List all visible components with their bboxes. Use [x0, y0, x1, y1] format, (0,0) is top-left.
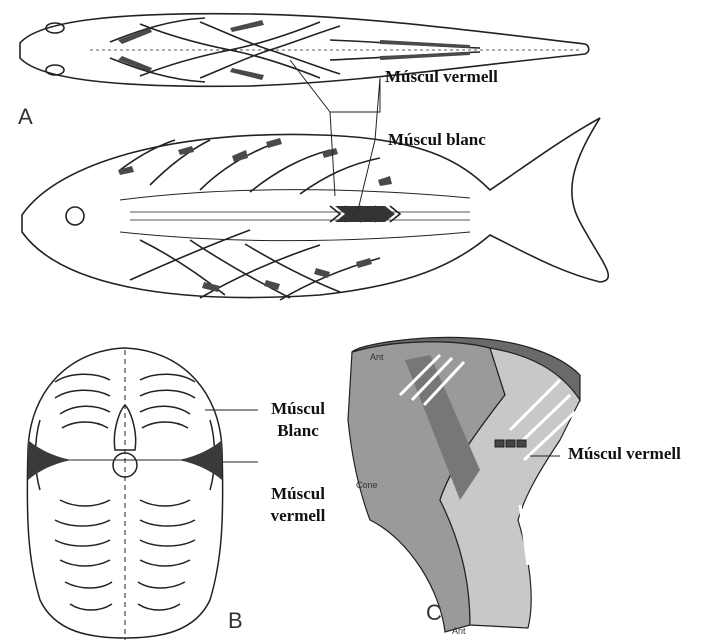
fish-lateral-eye: [66, 207, 84, 225]
label-c-bottom-small: Ant: [452, 626, 466, 636]
leader-line: [358, 140, 375, 210]
myomere-3d-c: [348, 337, 580, 632]
label-c-top-small: Ant: [370, 352, 384, 362]
dorsal-muscle-band: [118, 28, 152, 44]
label-b-red-muscle: Múscul vermell: [260, 483, 336, 527]
red-block: [506, 440, 515, 447]
label-b-red-line1: Múscul: [260, 483, 336, 505]
muscle-arc: [65, 582, 112, 588]
myomere-red-blocks: [495, 440, 526, 447]
muscle-arc: [140, 500, 190, 506]
muscle-patch: [378, 176, 392, 186]
dorsal-muscle-band: [380, 40, 470, 48]
fish-lateral-body-line: [120, 232, 470, 241]
panel-letter-b: B: [228, 608, 243, 634]
myomere-lower: [190, 240, 290, 298]
vertebra: [113, 453, 137, 477]
muscle-arc: [138, 604, 180, 610]
muscle-arc: [60, 500, 110, 506]
red-block: [495, 440, 504, 447]
myomere-upper: [250, 150, 330, 192]
muscle-patch: [356, 258, 372, 268]
muscle-arc: [140, 560, 190, 566]
muscle-patch: [232, 150, 248, 162]
muscle-arc: [140, 374, 195, 382]
red-block: [517, 440, 526, 447]
label-c-middle-small: Cone: [356, 480, 378, 490]
muscle-arc: [55, 540, 110, 546]
muscle-arc: [55, 390, 110, 398]
muscle-patch: [118, 166, 134, 175]
muscle-arc: [140, 520, 195, 526]
stripe: [530, 500, 540, 560]
leader-line: [290, 60, 380, 112]
label-b-white-muscle: Múscul Blanc: [260, 398, 336, 442]
muscle-arc: [55, 374, 110, 382]
muscle-arc: [140, 390, 195, 398]
myomere-upper: [300, 158, 380, 194]
red-muscle-right: [178, 440, 222, 480]
label-c-red-muscle: Múscul vermell: [568, 443, 681, 465]
label-b-white-line2: Blanc: [260, 420, 336, 442]
dorsal-muscle-band: [118, 56, 152, 72]
label-b-white-line1: Múscul: [260, 398, 336, 420]
red-muscle-left: [28, 440, 72, 480]
red-muscle-wedge: [335, 206, 395, 222]
label-red-muscle-top: Múscul vermell: [385, 66, 498, 88]
dorsal-muscle-band: [230, 68, 264, 80]
muscle-patch: [322, 148, 338, 158]
muscle-arc: [140, 540, 195, 546]
leader-line: [375, 78, 380, 140]
muscle-arc: [60, 560, 110, 566]
label-b-red-line2: vermell: [260, 505, 336, 527]
muscle-patch: [314, 268, 330, 278]
muscle-patch: [266, 138, 282, 148]
fish-lateral-outline: [22, 118, 608, 297]
muscle-arc: [55, 520, 110, 526]
muscle-patch: [178, 146, 194, 155]
muscle-arc: [62, 422, 108, 428]
dorsal-muscle-band: [230, 20, 264, 32]
panel-letter-a: A: [18, 104, 33, 130]
fish-lateral-body-line: [120, 190, 470, 200]
muscle-arc: [138, 582, 185, 588]
panel-letter-c: C: [426, 600, 442, 626]
label-white-muscle-top: Múscul blanc: [388, 129, 486, 151]
muscle-arc: [60, 406, 110, 414]
dorsal-muscle-band: [380, 52, 470, 60]
muscle-arc: [142, 422, 188, 428]
myomere-upper: [200, 145, 270, 190]
fish-dorsal-view: [20, 14, 589, 87]
cross-section-b: [27, 348, 222, 640]
fish-dorsal-outline: [20, 14, 589, 87]
muscle-arc: [70, 604, 112, 610]
muscle-arc: [140, 406, 190, 414]
